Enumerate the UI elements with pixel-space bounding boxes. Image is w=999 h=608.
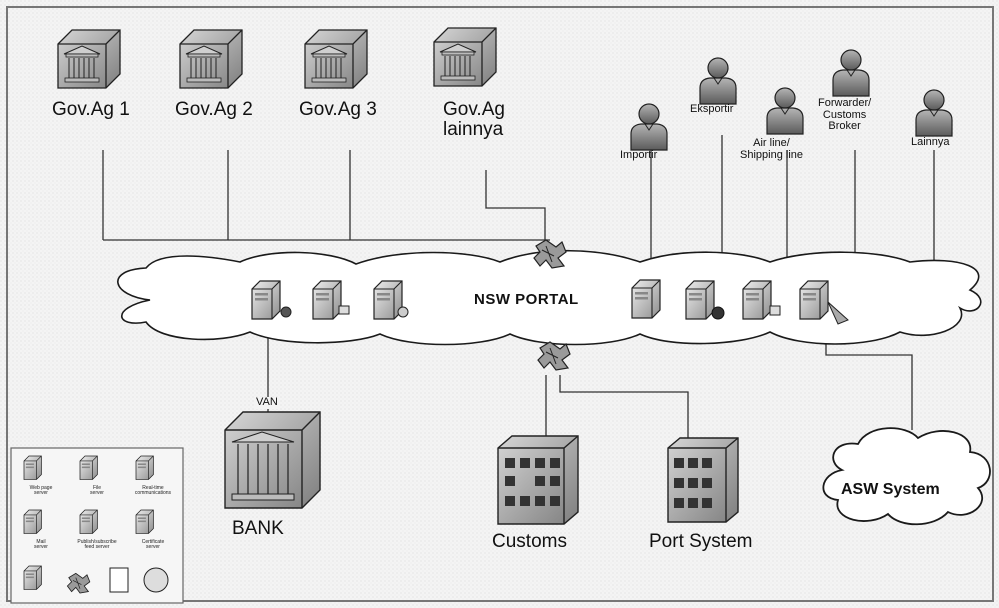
feed-badge-icon: [769, 305, 781, 316]
asw-line: [825, 338, 913, 430]
web-server-icon: [631, 279, 661, 319]
legend-router-icon: [66, 572, 91, 594]
agency-other-label: Gov.Ag lainnya: [443, 99, 505, 140]
agency-2-label: Gov.Ag 2: [175, 99, 253, 120]
government-building-icon: [57, 29, 121, 89]
asw-system-cloud: [822, 427, 991, 526]
legend-certificate-server-icon: [135, 509, 154, 534]
legend-mail-server-icon: [23, 509, 42, 534]
server-icon: [251, 280, 281, 320]
legend-label: Mail server: [34, 539, 48, 551]
legend-box: [10, 447, 184, 604]
port-system-line: [559, 375, 689, 440]
customs-building: [497, 435, 579, 525]
certificate-badge-icon: [827, 301, 849, 325]
certificate-server-icon: [799, 280, 829, 320]
file-badge-icon: [338, 305, 350, 315]
nsw-portal-label: NSW PORTAL: [474, 291, 579, 308]
legend-label: File server: [90, 485, 104, 497]
bank-building: [224, 411, 321, 509]
diagram-frame: [6, 6, 994, 602]
legend-server-icon: [23, 565, 42, 590]
importir-label: Importir: [620, 149, 658, 161]
mail-server-icon: [685, 280, 715, 320]
agency-other-line: [485, 170, 546, 240]
legend-web-server-icon: [23, 455, 42, 480]
router-icon: [537, 341, 571, 371]
port-system-building: [667, 437, 739, 523]
forwarder-label: Forwarder/ Customs Broker: [818, 97, 872, 133]
asw-system-label: ASW System: [841, 481, 940, 498]
customs-label: Customs: [492, 531, 567, 552]
eksportir-label: Eksportir: [690, 103, 734, 115]
connector-lines: [102, 135, 935, 470]
van-label: VAN: [254, 396, 280, 409]
key-badge-icon: [280, 306, 292, 318]
legend-label: Publish/subscribe feed server: [77, 539, 117, 551]
agency-3-label: Gov.Ag 3: [299, 99, 377, 120]
nsw-portal-cloud: [117, 249, 982, 346]
government-building-icon: [433, 27, 497, 87]
legend-label: Web page server: [29, 485, 53, 497]
globe-badge-icon: [711, 306, 725, 320]
legend-realtime-server-icon: [135, 455, 154, 480]
file-server-icon: [312, 280, 342, 320]
router-icon: [533, 239, 567, 269]
legend-label: Certificate server: [141, 539, 165, 551]
legend-label: Real-time communications: [134, 485, 172, 497]
government-building-icon: [304, 29, 368, 89]
shipping-line-label: Air line/ Shipping line: [740, 137, 803, 161]
legend-feed-server-icon: [79, 509, 98, 534]
agency-1-label: Gov.Ag 1: [52, 99, 130, 120]
port-system-label: Port System: [649, 531, 753, 552]
government-building-icon: [179, 29, 243, 89]
legend-file-server-icon: [79, 455, 98, 480]
sync-badge-icon: [397, 306, 409, 318]
legend-database-icon: [143, 567, 169, 593]
bank-label: BANK: [232, 518, 284, 539]
lainnya-label: Lainnya: [911, 136, 950, 148]
feed-server-icon: [742, 280, 772, 320]
portal-servers: [251, 279, 849, 325]
legend-document-icon: [109, 567, 129, 593]
